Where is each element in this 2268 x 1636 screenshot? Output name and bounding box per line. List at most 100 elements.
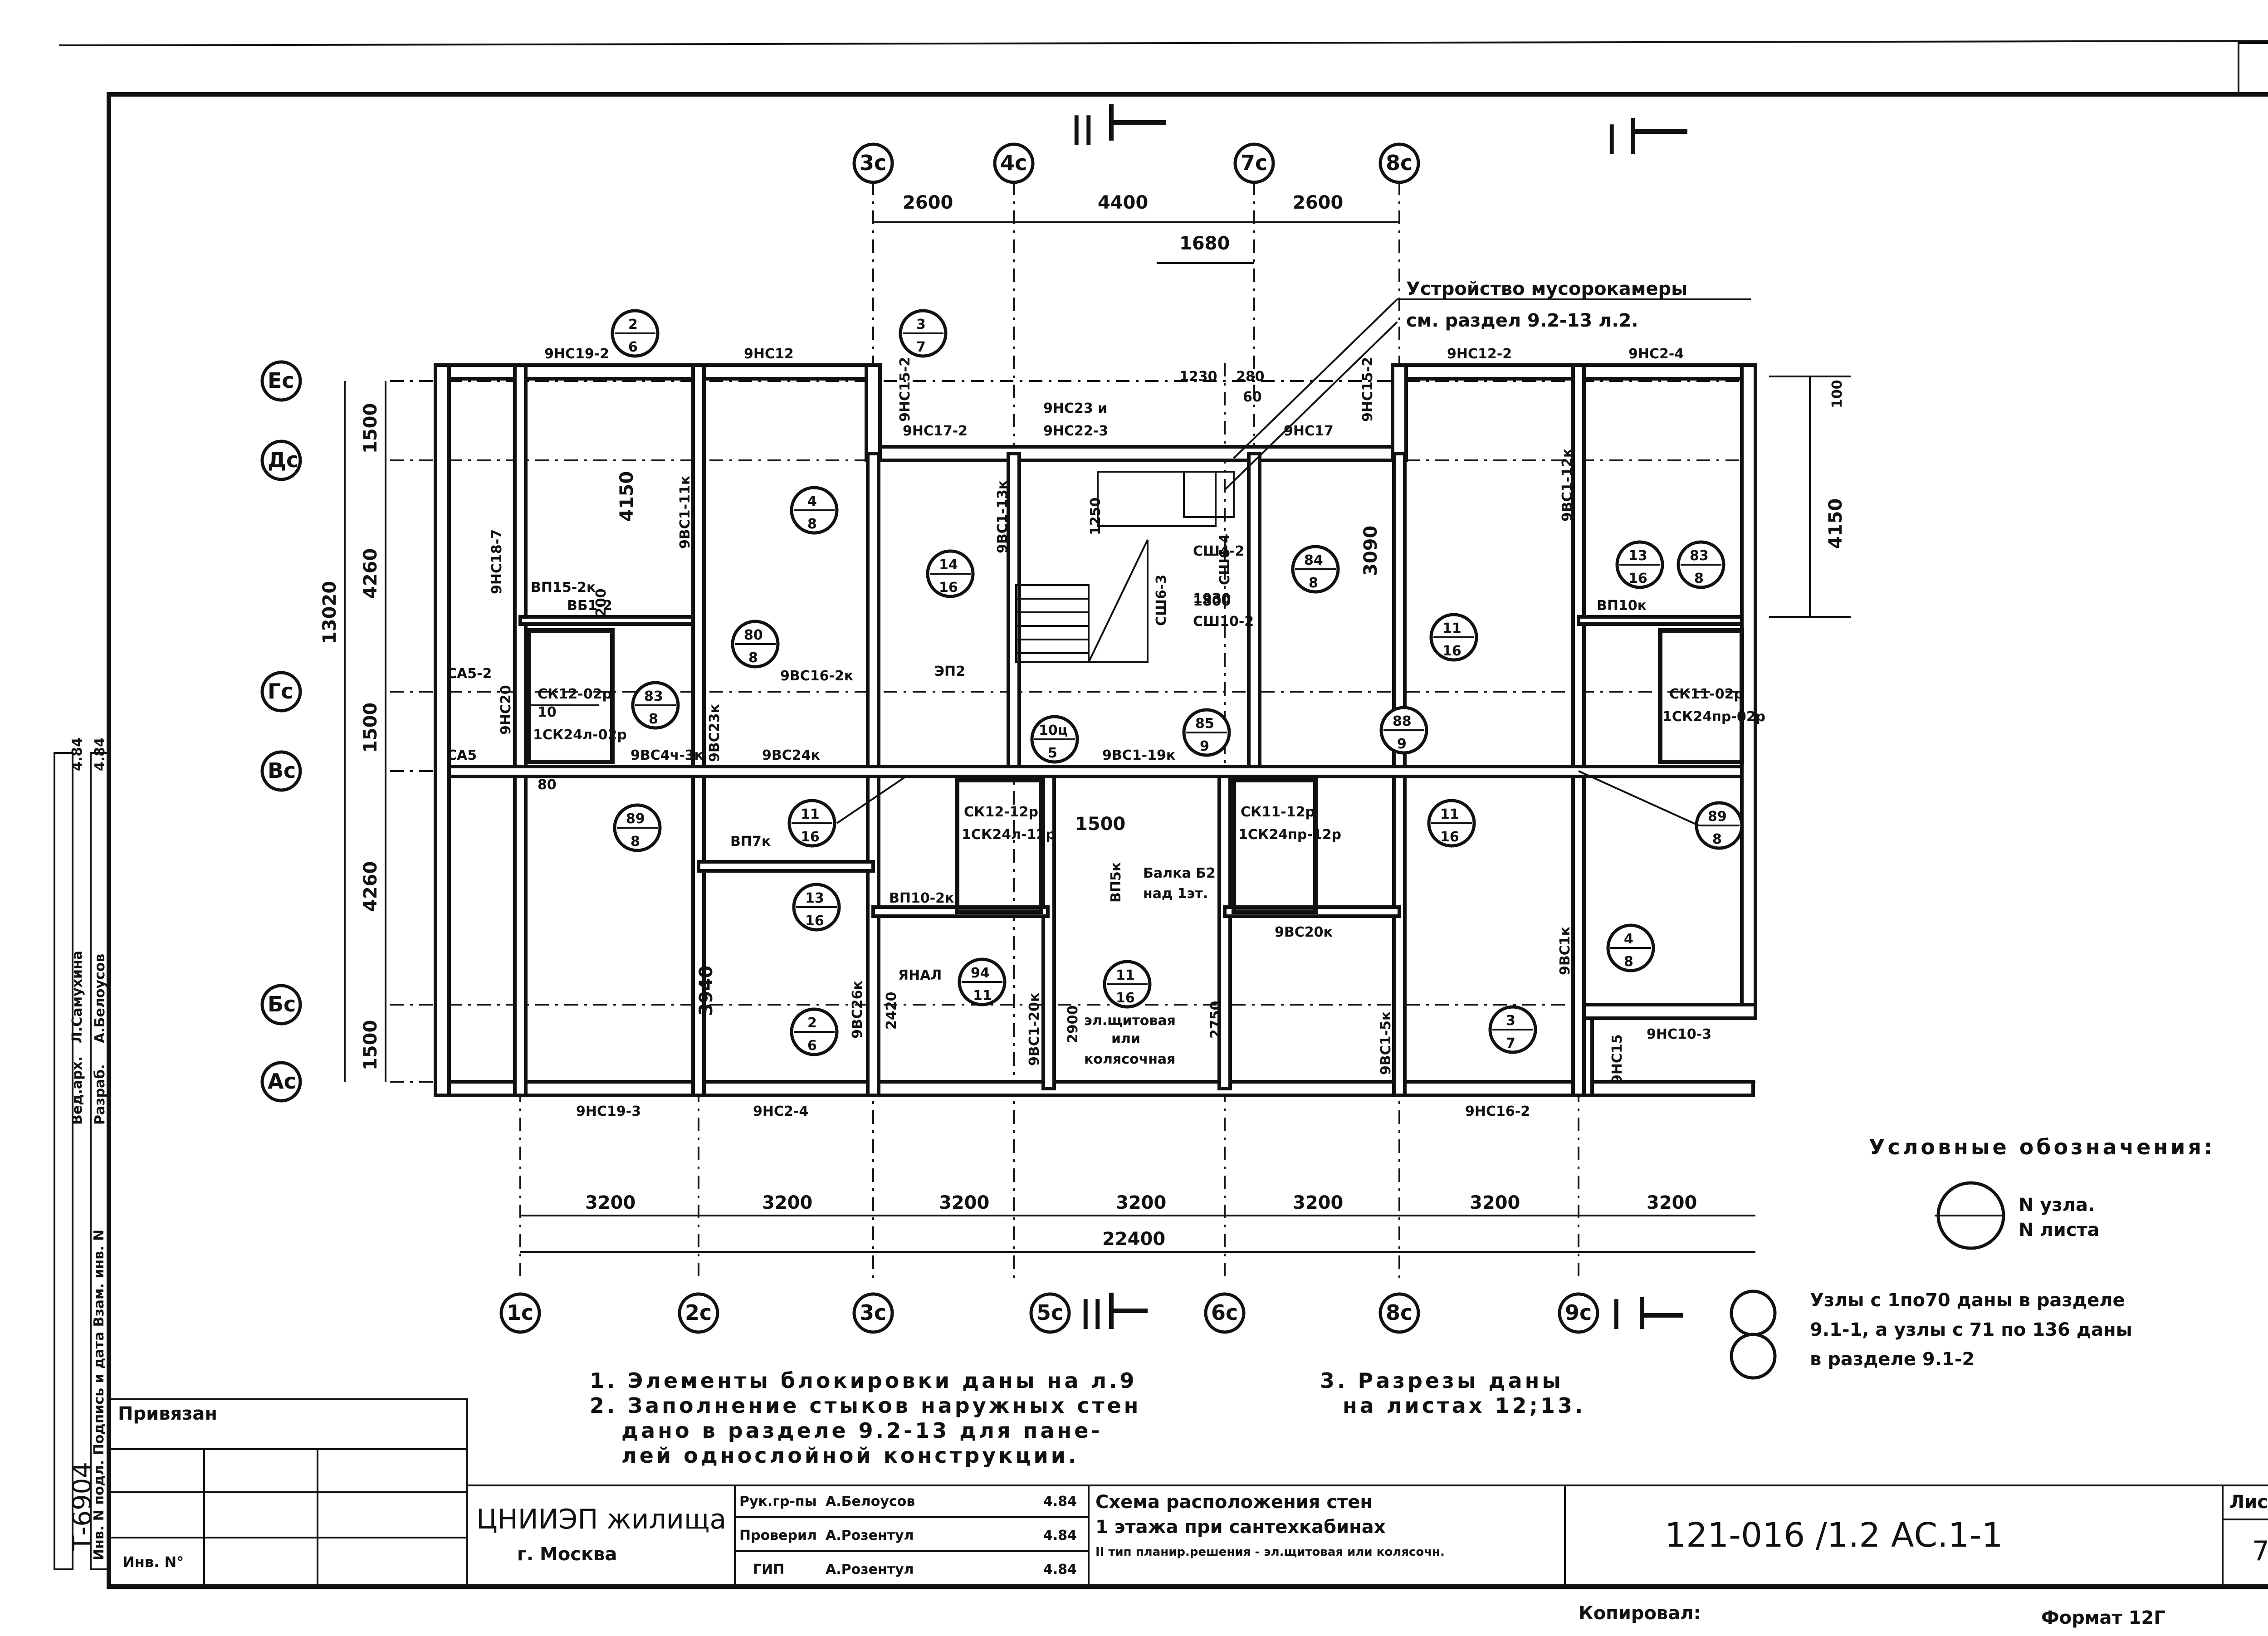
svg-text:9: 9 — [1200, 738, 1209, 754]
axis-bubble — [1233, 142, 1275, 184]
node-bubble: 859 — [1182, 708, 1231, 757]
drawing-subtitle-2: II тип планир.решения - эл.щитовая или к… — [1095, 1545, 1445, 1559]
org-city: г. Москва — [517, 1544, 617, 1565]
svg-text:3200: 3200 — [1647, 1192, 1697, 1213]
svg-text:Инв. N подл. Подпись и дата Вз: Инв. N подл. Подпись и дата Взам. инв. N — [91, 1230, 107, 1560]
svg-text:Проверил: Проверил — [739, 1528, 817, 1543]
svg-text:ВБ1-2: ВБ1-2 — [567, 598, 612, 614]
svg-text:10ц: 10ц — [1039, 723, 1068, 738]
svg-text:на листах 12;13.: на листах 12;13. — [1343, 1393, 1585, 1418]
svg-text:СШ10-2: СШ10-2 — [1193, 614, 1254, 630]
svg-text:Дс: Дс — [268, 448, 298, 472]
svg-text:13020: 13020 — [319, 581, 340, 644]
svg-text:16: 16 — [805, 913, 824, 929]
staircase — [1015, 471, 1235, 663]
svg-text:8: 8 — [1712, 831, 1722, 847]
sanitary-cabins: СК12-02р 10 1СК24л-02р СК11-02р 1СК24пр-… — [526, 628, 1765, 914]
svg-text:Вед.арх.: Вед.арх. — [69, 1056, 85, 1125]
svg-text:СШ6-3: СШ6-3 — [1154, 575, 1169, 626]
svg-text:4150: 4150 — [1825, 498, 1846, 549]
svg-text:2: 2 — [807, 1015, 817, 1031]
svg-text:1СК24л-02р: 1СК24л-02р — [533, 727, 627, 743]
section-mark-bottom-2: II — [1080, 1291, 1104, 1339]
svg-text:Т-6904: Т-6904 — [68, 1462, 97, 1552]
svg-text:83: 83 — [644, 689, 663, 704]
svg-text:1230: 1230 — [1179, 369, 1217, 385]
sheet-number: 7 — [2252, 1535, 2268, 1567]
svg-text:2с: 2с — [685, 1300, 712, 1325]
svg-text:8: 8 — [649, 711, 658, 727]
svg-text:9ВС1-11к: 9ВС1-11к — [677, 476, 693, 549]
svg-text:Рук.гр-пы: Рук.гр-пы — [739, 1494, 817, 1509]
svg-text:ЭП2: ЭП2 — [934, 664, 965, 679]
svg-text:1800: 1800 — [1193, 593, 1231, 609]
side-stamp: Инв. N подл. Подпись и дата Взам. инв. N… — [54, 737, 110, 1570]
svg-text:4400: 4400 — [1098, 192, 1148, 213]
svg-text:4.84: 4.84 — [1043, 1494, 1077, 1509]
axis-bubble — [1378, 142, 1420, 184]
svg-text:100: 100 — [1829, 380, 1845, 408]
svg-text:6: 6 — [628, 339, 638, 355]
svg-text:7: 7 — [1506, 1035, 1515, 1051]
svg-text:Балка Б2: Балка Б2 — [1143, 865, 1216, 881]
svg-text:Вс: Вс — [268, 758, 296, 783]
svg-text:9НС17-2: 9НС17-2 — [903, 423, 968, 439]
garbage-room-note: Устройство мусорокамеры — [1406, 278, 1687, 299]
node-bubble: 808 — [731, 620, 780, 669]
svg-text:9с: 9с — [1565, 1300, 1592, 1325]
page-number-box — [2238, 42, 2268, 96]
svg-text:4150: 4150 — [616, 471, 637, 522]
legend-title: Условные обозначения: — [1869, 1135, 2215, 1159]
svg-text:4260: 4260 — [360, 548, 381, 599]
svg-text:9ВС26к: 9ВС26к — [850, 981, 865, 1039]
node-bubble: 898 — [613, 803, 662, 852]
svg-text:8: 8 — [631, 834, 640, 850]
svg-text:9НС18-7: 9НС18-7 — [489, 529, 505, 594]
svg-text:1СК24л-12р: 1СК24л-12р — [962, 827, 1056, 843]
svg-text:4.84: 4.84 — [1043, 1562, 1077, 1577]
svg-text:60: 60 — [1243, 389, 1262, 405]
svg-text:N листа: N листа — [2019, 1220, 2100, 1240]
interior-walls — [447, 363, 1744, 1097]
svg-text:ВП10-2к: ВП10-2к — [889, 890, 954, 906]
svg-text:Л.Самухина: Л.Самухина — [69, 951, 85, 1043]
svg-text:Ас: Ас — [268, 1069, 296, 1094]
svg-text:7с: 7с — [1241, 151, 1267, 175]
svg-text:89: 89 — [1708, 809, 1727, 825]
svg-text:4: 4 — [1624, 931, 1633, 947]
svg-text:1500: 1500 — [360, 403, 381, 454]
svg-text:СК11-12р: СК11-12р — [1241, 804, 1315, 820]
svg-text:2900: 2900 — [1065, 1006, 1081, 1044]
right-dimensions: 100 4150 — [1769, 376, 1851, 618]
exterior-walls — [434, 363, 1757, 1097]
svg-text:1500: 1500 — [1075, 814, 1125, 835]
svg-text:9ВС1-19к: 9ВС1-19к — [1102, 747, 1175, 763]
svg-text:9ВС4ч-3к: 9ВС4ч-3к — [631, 747, 704, 763]
svg-text:ГИП: ГИП — [753, 1562, 784, 1577]
svg-text:3с: 3с — [860, 151, 886, 175]
garbage-room-ref: см. раздел 9.2-13 л.2. — [1406, 310, 1638, 331]
svg-text:СК12-12р: СК12-12р — [964, 804, 1038, 820]
node-bubble: 48 — [1606, 923, 1655, 972]
node-bubble: 37 — [899, 309, 948, 358]
svg-text:ВП5к: ВП5к — [1108, 862, 1124, 903]
room-label: колясочная — [1084, 1051, 1175, 1067]
svg-text:16: 16 — [1440, 829, 1459, 845]
svg-text:83: 83 — [1690, 548, 1709, 564]
title-block: Привязан Инв. N° ЦНИИЭП жилища г. Москва… — [108, 1398, 2268, 1628]
svg-text:СШ6-4: СШ6-4 — [1217, 534, 1233, 585]
svg-text:16: 16 — [1116, 990, 1135, 1006]
svg-text:85: 85 — [1195, 716, 1214, 732]
svg-text:1. Элементы блокировки даны на: 1. Элементы блокировки даны на л.9 — [590, 1368, 1137, 1393]
node-bubble: 838 — [1677, 540, 1725, 589]
svg-text:А.Белоусов: А.Белоусов — [826, 1494, 915, 1509]
svg-text:А.Белоусов: А.Белоусов — [92, 954, 108, 1043]
svg-text:9НС22-3: 9НС22-3 — [1043, 423, 1108, 439]
top-axis-bubbles: 3с 4с 7с 8с — [852, 142, 1420, 184]
